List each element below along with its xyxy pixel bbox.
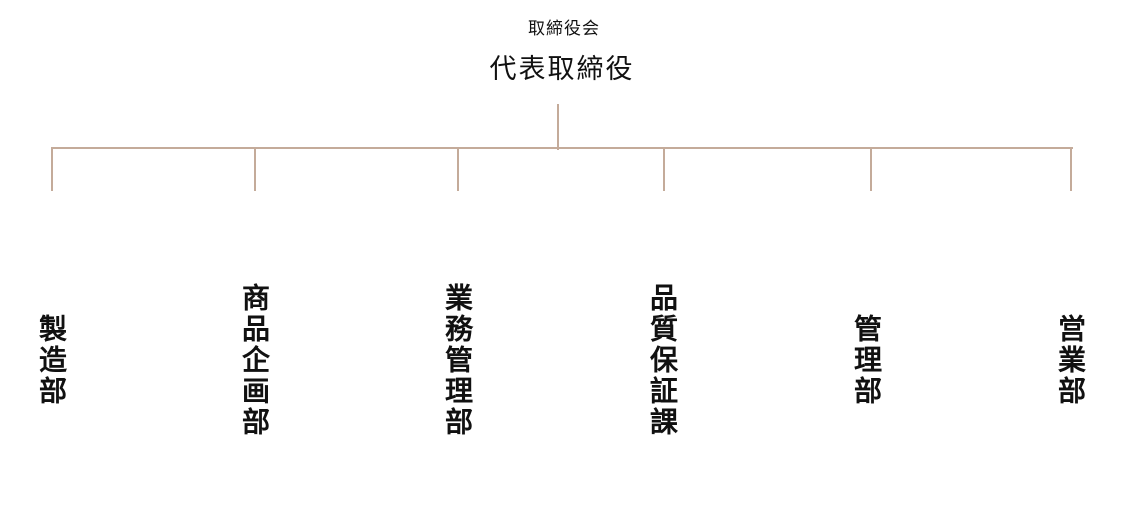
department-char: 造 [38,343,67,377]
department-char: 業 [1057,343,1086,377]
department-quality-assurance: 品 質 保 証 課 [644,283,684,438]
connector-drop-1 [51,147,53,191]
department-sales: 営 業 部 [1052,314,1092,407]
department-char: 企 [241,343,270,377]
department-char: 保 [649,343,678,377]
department-product-planning: 商 品 企 画 部 [236,283,276,438]
department-char: 品 [649,281,678,315]
connector-drop-4 [663,147,665,191]
representative-director-label: 代表取締役 [489,54,635,85]
department-operations-management: 業 務 管 理 部 [439,283,479,438]
department-char: 画 [241,374,270,408]
department-char: 理 [444,374,473,408]
department-char: 製 [38,312,67,346]
department-char: 部 [38,374,67,408]
department-manufacturing: 製 造 部 [33,314,73,407]
connector-drop-5 [870,147,872,191]
department-char: 業 [444,281,473,315]
connector-drop-2 [254,147,256,191]
department-char: 務 [444,312,473,346]
department-char: 理 [853,343,882,377]
department-char: 証 [649,374,678,408]
connector-drop-3 [457,147,459,191]
department-char: 営 [1057,312,1086,346]
connector-horizontal-bar [51,147,1073,149]
department-char: 部 [853,374,882,408]
department-char: 課 [649,405,678,439]
department-char: 管 [853,312,882,346]
department-char: 部 [444,405,473,439]
connector-stem [557,104,559,150]
board-of-directors-label: 取締役会 [528,19,600,39]
department-administration: 管 理 部 [848,314,888,407]
department-char: 管 [444,343,473,377]
department-char: 商 [241,281,270,315]
department-char: 部 [241,405,270,439]
department-char: 質 [649,312,678,346]
department-char: 品 [241,312,270,346]
department-char: 部 [1057,374,1086,408]
connector-drop-6 [1070,147,1072,191]
